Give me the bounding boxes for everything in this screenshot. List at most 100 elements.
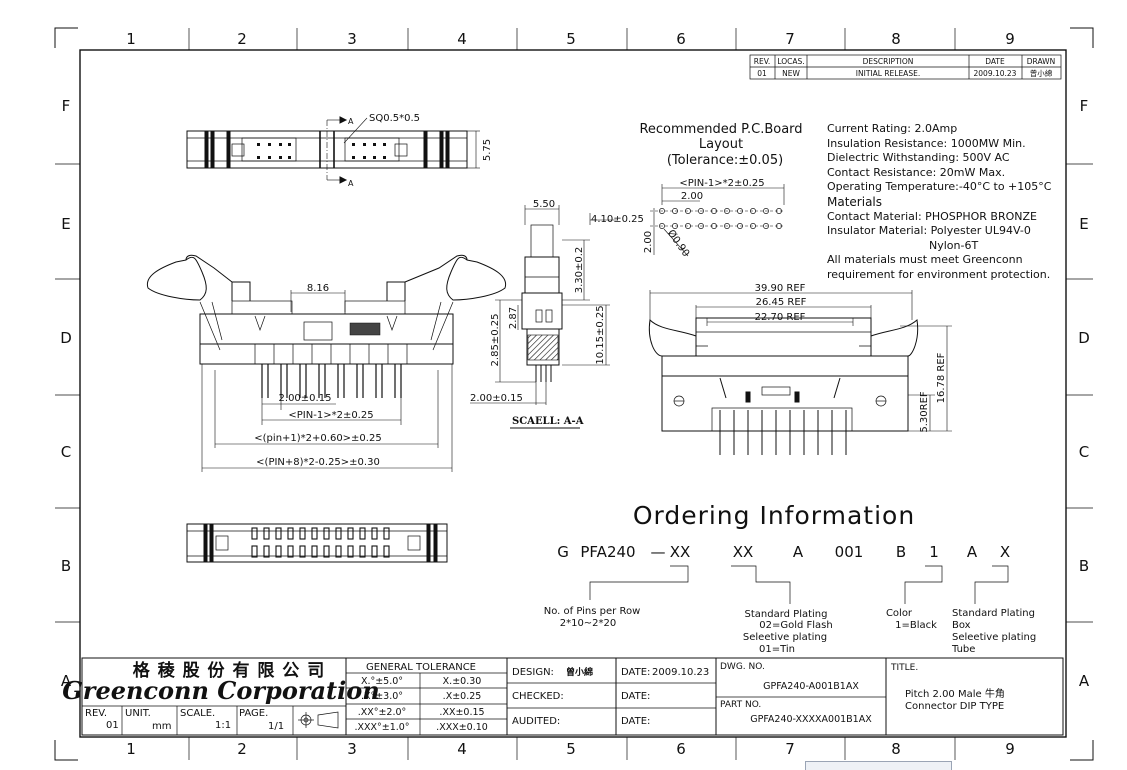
pcb-dim-row: 2.00 (643, 231, 654, 253)
rev-cell: 01 (757, 69, 767, 78)
note-plating: Standard Plating (745, 609, 828, 620)
tolerance-cell: X.±0.30 (443, 676, 482, 687)
col-label: 7 (785, 30, 795, 48)
sq-label: SQ0.5*0.5 (369, 113, 420, 124)
projection-symbol-icon (298, 711, 339, 729)
dim-2-87: 2.87 (508, 307, 519, 329)
col-label: 5 (566, 30, 576, 48)
spec-line: Nylon-6T (929, 238, 979, 252)
row-label: E (1079, 215, 1088, 233)
spec-line: Insulation Resistance: 1000MW Min. (827, 136, 1026, 150)
dim-8-16: 8.16 (307, 283, 329, 294)
rev-header: DESCRIPTION (863, 57, 914, 66)
date-value: 2009.10.23 (652, 667, 709, 678)
rev-cell: 2009.10.23 (974, 69, 1017, 78)
section-mark-a: A (348, 117, 354, 126)
pcb-title: Recommended P.C.Board (639, 122, 802, 137)
tolerance-cell: .XXX±0.10 (436, 722, 488, 733)
section-caption: SCAELL: A-A (512, 416, 584, 427)
note-package: Tube (951, 644, 975, 655)
rev-header: REV. (754, 57, 771, 66)
dim-16-78: 16.78 REF (936, 352, 947, 403)
col-label: 1 (126, 740, 136, 758)
note-color: Color (886, 608, 913, 619)
top-view: A A SQ0.5*0.5 5.75 (186, 113, 493, 188)
col-label: 3 (347, 30, 357, 48)
tolerance-cell: .XX°±2.0° (358, 707, 407, 718)
row-label: D (60, 329, 72, 347)
specifications: Current Rating: 2.0Amp Insulation Resist… (827, 122, 1051, 283)
tolerance-title: GENERAL TOLERANCE (366, 662, 476, 673)
rev-value: 01 (106, 720, 119, 731)
col-label: 2 (237, 30, 247, 48)
row-labels-left: F E D C B A (60, 97, 72, 690)
date-label: DATE: (621, 667, 650, 678)
bottom-view (186, 523, 448, 563)
checked-label: CHECKED: (512, 691, 564, 702)
title-line: Connector DIP TYPE (905, 701, 1004, 712)
part-value: GPFA240-XXXXA001B1AX (750, 714, 872, 725)
dwg-label: DWG. NO. (720, 662, 765, 672)
tolerance-cell: X.°±5.0° (361, 676, 403, 687)
design-value: 曾小綿 (566, 666, 593, 678)
rev-cell: NEW (782, 69, 800, 78)
spec-line: All materials must meet Greenconn (827, 253, 1023, 267)
title-line: Pitch 2.00 Male 牛角 (905, 687, 1005, 700)
spec-line: Contact Resistance: 20mW Max. (827, 165, 1006, 179)
title-label: TITLE. (890, 663, 918, 673)
scale-value: 1:1 (215, 720, 231, 731)
row-label: D (1078, 329, 1090, 347)
note-package: Standard Plating (952, 608, 1035, 619)
code-part: G (557, 543, 569, 561)
taskbar-fragment (805, 761, 952, 770)
unit-label: UNIT. (125, 708, 151, 719)
page-label: PAGE. (239, 708, 268, 719)
spec-line: Current Rating: 2.0Amp (827, 122, 958, 135)
dim-3-30: 3.30±0.2 (574, 247, 585, 294)
note-pins: No. of Pins per Row (544, 606, 641, 617)
dim-22-70: 22.70 REF (755, 312, 806, 323)
section-mark-a: A (348, 179, 354, 188)
note-package: Seleetive plating (952, 632, 1036, 643)
code-part: A (793, 543, 804, 561)
col-label: 4 (457, 30, 467, 48)
pcb-dim-pin: <PIN-1>*2±0.25 (679, 178, 764, 189)
col-label: 9 (1005, 30, 1015, 48)
rev-header: LOCAS. (777, 57, 804, 66)
note-plating: Seleetive plating (743, 632, 827, 643)
col-label: 1 (126, 30, 136, 48)
code-part: A (967, 543, 978, 561)
row-labels-right: F E D C B A (1078, 97, 1090, 690)
title-block: 格 稜 股 份 有 限 公 司 Greenconn Corporation RE… (62, 657, 1064, 736)
col-label: 7 (785, 740, 795, 758)
audited-label: AUDITED: (512, 716, 560, 727)
code-part: 1 (929, 543, 939, 561)
spec-heading: Materials (827, 194, 883, 209)
col-label: 6 (676, 740, 686, 758)
col-label: 5 (566, 740, 576, 758)
row-label: F (1080, 97, 1089, 115)
tolerance-cell: .X±0.25 (443, 691, 482, 702)
code-part: PFA240 (580, 543, 635, 561)
dim-pin1: <(pin+1)*2+0.60>±0.25 (254, 433, 381, 444)
row-label: E (61, 215, 70, 233)
row-label: F (62, 97, 71, 115)
code-part: XX (670, 543, 691, 561)
col-label: 3 (347, 740, 357, 758)
sheet-border (54, 27, 1094, 761)
dim-height: 5.75 (482, 139, 493, 161)
company-name-cn: 格 稜 股 份 有 限 公 司 (133, 660, 325, 681)
spec-line: Insulator Material: Polyester UL94V-0 (827, 224, 1031, 238)
ordering-information: Ordering Information G PFA240 — XX XX A … (544, 501, 1036, 655)
note-pins: 2*10~2*20 (560, 618, 617, 629)
part-label: PART NO. (720, 700, 761, 710)
pcb-dim-hole: Ø0.90 (665, 227, 692, 259)
dim-10-15: 10.15±0.25 (595, 305, 606, 364)
dwg-value: GPFA240-A001B1AX (763, 681, 859, 692)
scale-label: SCALE. (180, 708, 215, 719)
spec-line: Contact Material: PHOSPHOR BRONZE (827, 209, 1037, 223)
pcb-dim-pitch: 2.00 (681, 191, 703, 202)
spec-line: requirement for environment protection. (827, 267, 1051, 281)
col-label: 8 (891, 30, 901, 48)
